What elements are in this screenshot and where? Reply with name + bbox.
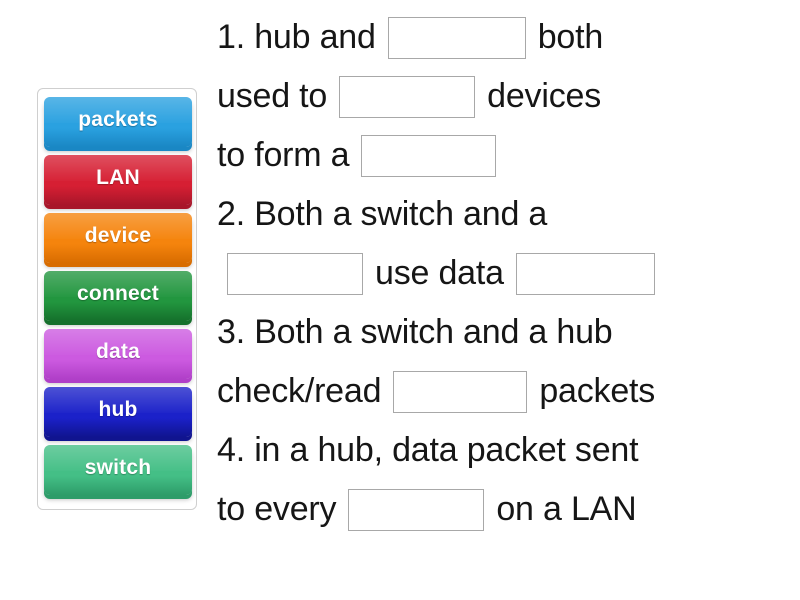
blank-2[interactable] (339, 75, 476, 118)
question-line: used to devices (217, 67, 792, 126)
word-tile-switch[interactable]: switch (44, 445, 192, 495)
sentence-text: both (537, 18, 604, 56)
word-tile-data[interactable]: data (44, 329, 192, 379)
sentence-text: packets (539, 372, 656, 410)
sentence-text: on a LAN (496, 490, 637, 528)
question-line: to every on a LAN (217, 480, 792, 539)
question-line: 4. in a hub, data packet sent (217, 421, 792, 480)
question-line: use data (217, 244, 792, 303)
questions-panel: 1. hub and both used to devices to form a 2. … (217, 8, 792, 539)
blank-1[interactable] (387, 16, 526, 59)
sentence-text: used to (217, 77, 328, 115)
question-line: check/read packets (217, 362, 792, 421)
sentence-text: use data (375, 254, 504, 292)
sentence-text: check/read (217, 372, 382, 410)
blank-4[interactable] (227, 252, 363, 295)
question-line: to form a (217, 126, 792, 185)
sentence-text: 3. Both a switch and a hub (217, 313, 613, 351)
blank-3[interactable] (361, 134, 497, 177)
word-tile-connect[interactable]: connect (44, 271, 192, 321)
sentence-text: 2. Both a switch and a (217, 195, 548, 233)
question-line: 2. Both a switch and a (217, 185, 792, 244)
word-tile-device[interactable]: device (44, 213, 192, 263)
word-tile-packets[interactable]: packets (44, 97, 192, 147)
blank-5[interactable] (515, 252, 655, 295)
blank-7[interactable] (348, 488, 485, 531)
sentence-text: 1. hub and (217, 18, 376, 56)
word-tile-hub[interactable]: hub (44, 387, 192, 437)
sentence-text: devices (487, 77, 602, 115)
blank-6[interactable] (393, 370, 528, 413)
sentence-text: to form a (217, 136, 350, 174)
question-line: 3. Both a switch and a hub (217, 303, 792, 362)
sentence-text: 4. in a hub, data packet sent (217, 431, 639, 469)
question-line: 1. hub and both (217, 8, 792, 67)
sentence-text: to every (217, 490, 337, 528)
word-tile-lan[interactable]: LAN (44, 155, 192, 205)
